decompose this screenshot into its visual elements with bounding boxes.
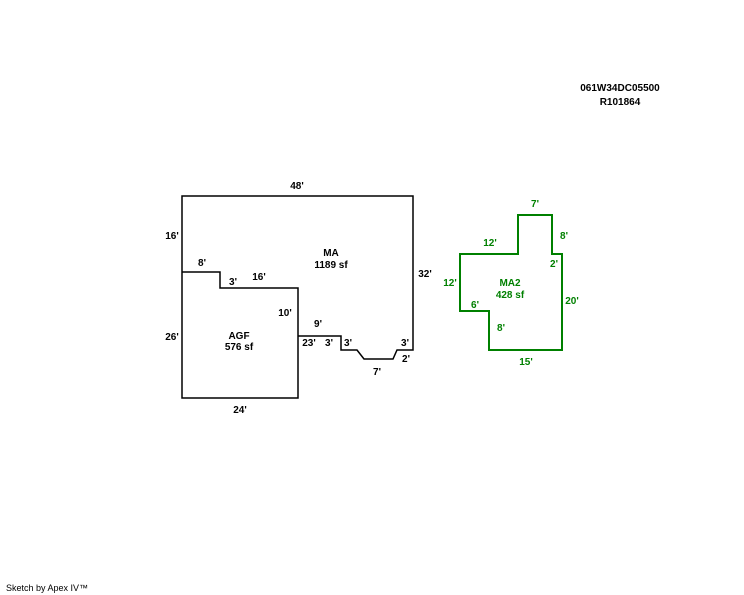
- ma-dim-top: 48': [290, 181, 304, 192]
- ma-dim-bottom: 7': [373, 367, 381, 378]
- agf-dim-left: 26': [165, 332, 179, 343]
- ma-dim-step-h: 3': [344, 338, 352, 349]
- ma-dim-step-d: 10': [278, 308, 292, 319]
- ma2-dim-upper-left: 12': [483, 238, 497, 249]
- ma2-dim-step: 2': [550, 259, 558, 270]
- agf-dim-bottom: 24': [233, 405, 247, 416]
- ma-dim-right: 32': [418, 269, 432, 280]
- ma2-name: MA2: [499, 278, 521, 289]
- agf-name: AGF: [228, 331, 249, 342]
- ma2-dim-right: 20': [565, 296, 579, 307]
- ma-name: MA: [323, 248, 339, 259]
- parcel-id: 061W34DC05500: [580, 83, 660, 94]
- ma-area: 1189 sf: [314, 260, 348, 271]
- ma-dim-step-a: 8': [198, 258, 206, 269]
- ma2-area: 428 sf: [496, 290, 525, 301]
- ma2-dim-bottom: 15': [519, 357, 533, 368]
- ma-outline: [181, 195, 414, 360]
- ma2-dim-upper-right: 8': [560, 231, 568, 242]
- ma-dim-step-i: 2': [402, 354, 410, 365]
- ma2-dim-lower-left: 8': [497, 323, 505, 334]
- ma2-dim-top: 7': [531, 199, 539, 210]
- ma-dim-step-f: 23': [302, 338, 316, 349]
- ma-dim-left-upper: 16': [165, 231, 179, 242]
- agf-area: 576 sf: [225, 342, 254, 353]
- agf-outline: [181, 271, 299, 399]
- account-id: R101864: [600, 97, 641, 108]
- ma2-dim-left: 12': [443, 278, 457, 289]
- ma-dim-step-j: 3': [401, 338, 409, 349]
- ma-dim-step-e: 9': [314, 319, 322, 330]
- ma-dim-step-c: 16': [252, 272, 266, 283]
- footer-credit: Sketch by Apex IV™: [6, 583, 89, 593]
- ma-dim-step-b: 3': [229, 277, 237, 288]
- ma2-outline: [459, 214, 563, 351]
- ma2-dim-inner: 6': [471, 300, 479, 311]
- ma-dim-step-g: 3': [325, 338, 333, 349]
